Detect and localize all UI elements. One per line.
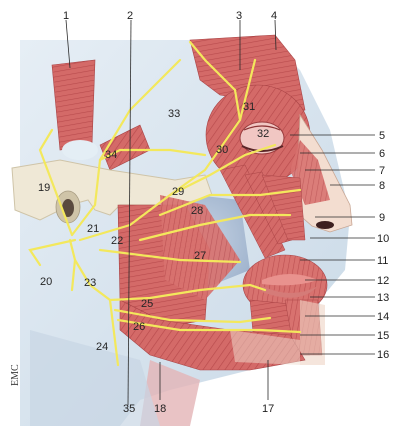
emc-logo: EMC <box>10 364 21 386</box>
label-16: 16 <box>377 349 389 361</box>
label-26: 26 <box>133 321 145 333</box>
label-8: 8 <box>379 180 385 192</box>
label-33: 33 <box>168 108 180 120</box>
temporal-bone-highlight <box>62 140 98 160</box>
label-21: 21 <box>87 223 99 235</box>
label-35: 35 <box>123 403 135 415</box>
label-14: 14 <box>377 311 389 323</box>
label-25: 25 <box>141 298 153 310</box>
label-12: 12 <box>377 275 389 287</box>
label-1: 1 <box>63 10 69 22</box>
label-18: 18 <box>154 403 166 415</box>
label-27: 27 <box>194 250 206 262</box>
label-23: 23 <box>84 277 96 289</box>
label-24: 24 <box>96 341 108 353</box>
label-17: 17 <box>262 403 274 415</box>
temporalis-muscle <box>52 60 95 150</box>
label-13: 13 <box>377 292 389 304</box>
label-3: 3 <box>236 10 242 22</box>
label-10: 10 <box>377 233 389 245</box>
label-28: 28 <box>191 205 203 217</box>
label-7: 7 <box>379 165 385 177</box>
label-31: 31 <box>243 101 255 113</box>
label-34: 34 <box>105 149 117 161</box>
label-4: 4 <box>271 10 277 22</box>
chin <box>300 300 325 365</box>
label-29: 29 <box>172 186 184 198</box>
label-5: 5 <box>379 130 385 142</box>
label-20: 20 <box>40 276 52 288</box>
label-6: 6 <box>379 148 385 160</box>
nostril <box>316 221 334 229</box>
label-11: 11 <box>377 255 388 267</box>
label-15: 15 <box>377 330 389 342</box>
label-19: 19 <box>38 182 50 194</box>
label-9: 9 <box>379 212 385 224</box>
label-32: 32 <box>257 128 269 140</box>
label-30: 30 <box>216 144 228 156</box>
label-2: 2 <box>127 10 133 22</box>
label-22: 22 <box>111 235 123 247</box>
